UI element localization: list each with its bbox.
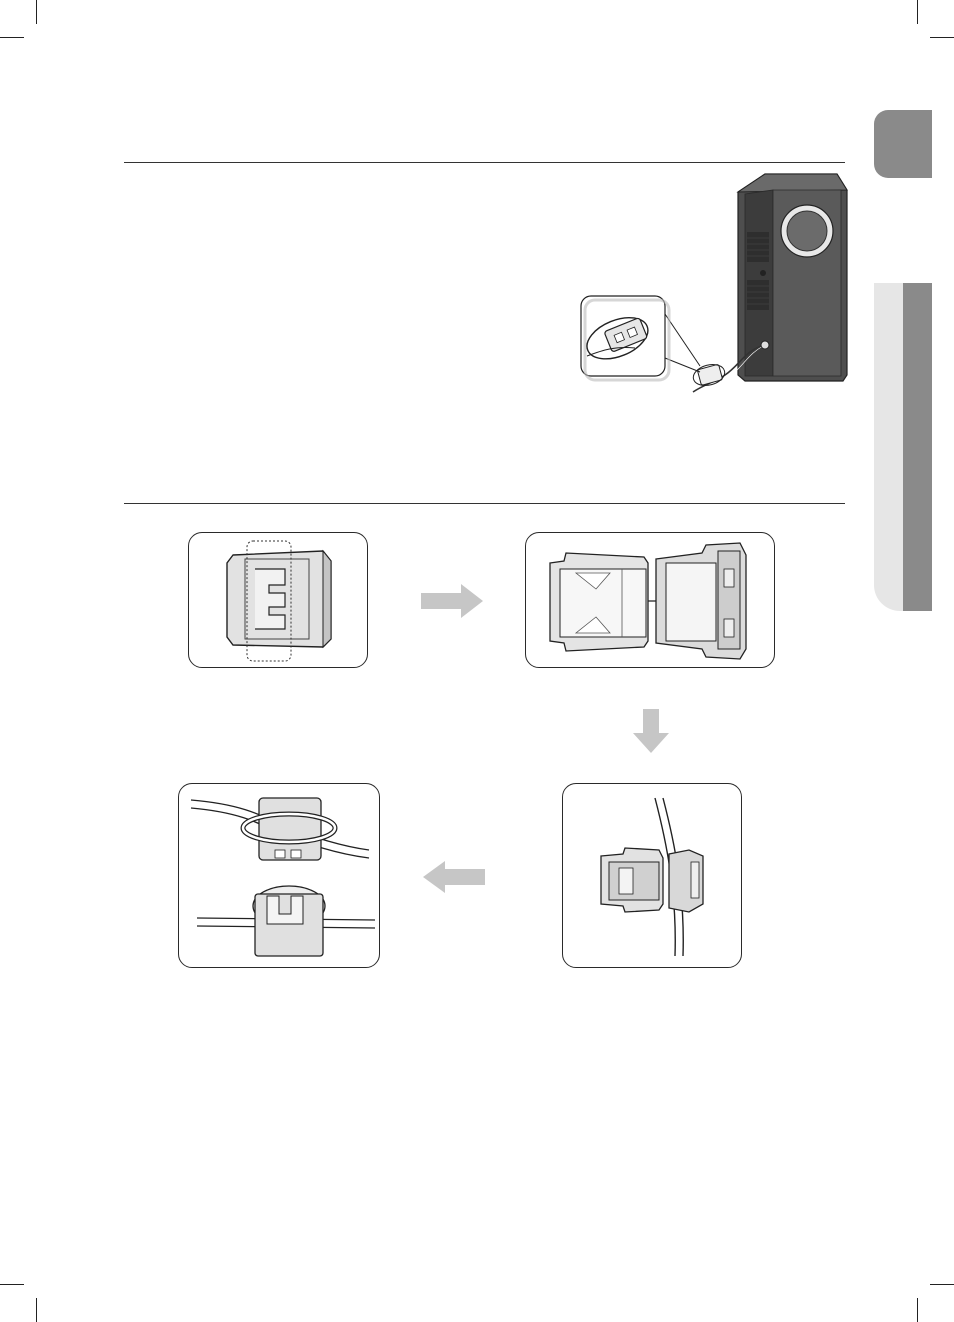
crop-mark-top-right-v bbox=[917, 0, 918, 24]
crop-mark-bottom-right-h bbox=[930, 1284, 954, 1285]
crop-mark-bottom-left-v bbox=[36, 1298, 37, 1322]
side-tab-dark bbox=[874, 110, 932, 178]
crop-mark-top-left-h bbox=[0, 37, 24, 38]
crop-mark-top-left-v bbox=[36, 0, 37, 24]
step-box-open-core bbox=[525, 532, 775, 668]
step-box-closed-core bbox=[188, 532, 368, 668]
step-box-wrapped-core bbox=[178, 783, 380, 968]
step-box-core-with-cable bbox=[562, 783, 742, 968]
arrow-down-icon bbox=[633, 709, 669, 753]
crop-mark-bottom-right-v bbox=[917, 1298, 918, 1322]
arrow-right-icon bbox=[421, 584, 483, 618]
section-rule-middle bbox=[124, 503, 845, 504]
side-tab-light-stripe bbox=[903, 283, 932, 611]
section-rule-top bbox=[124, 162, 845, 163]
subwoofer-illustration bbox=[575, 170, 850, 405]
crop-mark-bottom-left-h bbox=[0, 1284, 24, 1285]
arrow-left-icon bbox=[423, 861, 485, 893]
crop-mark-top-right-h bbox=[930, 37, 954, 38]
